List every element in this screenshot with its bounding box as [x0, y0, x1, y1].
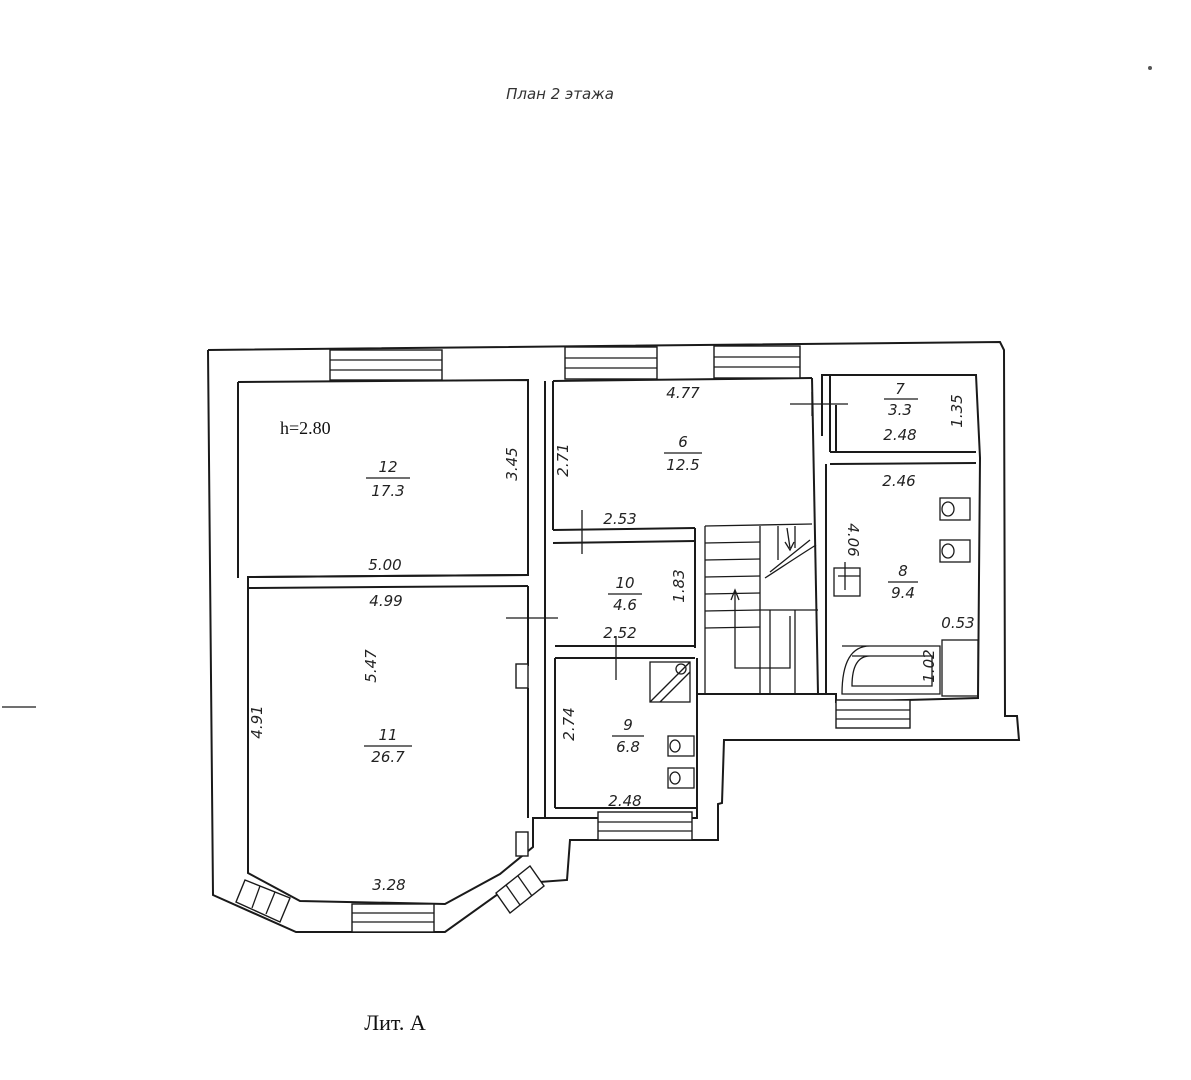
room-area: 17.3 [371, 482, 404, 500]
room-label-7: 7 3.3 [884, 380, 918, 419]
room-number: 11 [378, 726, 397, 744]
dim-r8-width: 2.46 [882, 472, 915, 490]
dim-r6-width: 4.77 [666, 384, 700, 402]
room-number: 9 [623, 716, 633, 734]
room-area: 9.4 [891, 584, 915, 602]
dim-r6-height: 2.71 [554, 443, 572, 476]
room-label-8: 8 9.4 [888, 562, 918, 602]
room-area: 26.7 [371, 748, 405, 766]
room-number: 7 [895, 380, 905, 398]
wall-12-11 [247, 574, 529, 578]
room-number: 8 [898, 562, 908, 580]
door-marks [506, 392, 860, 680]
dim-r9-height: 2.74 [560, 707, 578, 740]
room-number: 10 [615, 574, 634, 592]
room-area: 3.3 [888, 401, 912, 419]
room-number: 6 [678, 433, 688, 451]
room-label-11: 11 26.7 [364, 726, 412, 766]
room-area: 6.8 [616, 738, 640, 756]
room-area: 12.5 [666, 456, 699, 474]
plan-title: План 2 этажа [506, 85, 614, 103]
dim-r11-side: 4.91 [248, 705, 266, 738]
dim-r6-bottom: 2.53 [603, 510, 636, 528]
windows [235, 345, 911, 933]
dim-r12-width: 5.00 [368, 556, 401, 574]
dim-r8-bath: 1.02 [920, 649, 938, 682]
dim-r9-width: 2.48 [608, 792, 641, 810]
dim-r8-niche: 0.53 [941, 614, 974, 632]
wall-10-north [552, 540, 696, 544]
dim-r7-width: 2.48 [883, 426, 916, 444]
room-label-10: 10 4.6 [608, 574, 642, 614]
ceiling-height: h=2.80 [280, 418, 331, 438]
dim-r10-height: 1.83 [670, 569, 688, 602]
room-number: 12 [378, 458, 397, 476]
dim-r10-width: 2.52 [603, 624, 636, 642]
litera-label: Лит. А [364, 1010, 426, 1035]
dim-r11-width-top: 4.99 [369, 592, 402, 610]
dim-r7-height: 1.35 [948, 394, 966, 427]
scan-dot [1148, 66, 1152, 70]
sanitary-fixtures [649, 497, 979, 789]
wall-8-north [829, 462, 977, 465]
wall-12-11-b [247, 585, 529, 589]
staircase [704, 523, 818, 694]
room-label-9: 9 6.8 [612, 716, 644, 756]
wall-6-east [811, 377, 819, 695]
dim-r12-height: 3.45 [503, 447, 521, 480]
wall-6-south [552, 527, 696, 531]
room-label-12: 12 17.3 [366, 458, 410, 500]
room-area: 4.6 [613, 596, 637, 614]
dim-r11-depth: 5.47 [362, 649, 380, 683]
room-label-6: 6 12.5 [664, 433, 702, 474]
dim-r8-height: 4.06 [844, 523, 862, 556]
dim-r11-bay: 3.28 [372, 876, 405, 894]
